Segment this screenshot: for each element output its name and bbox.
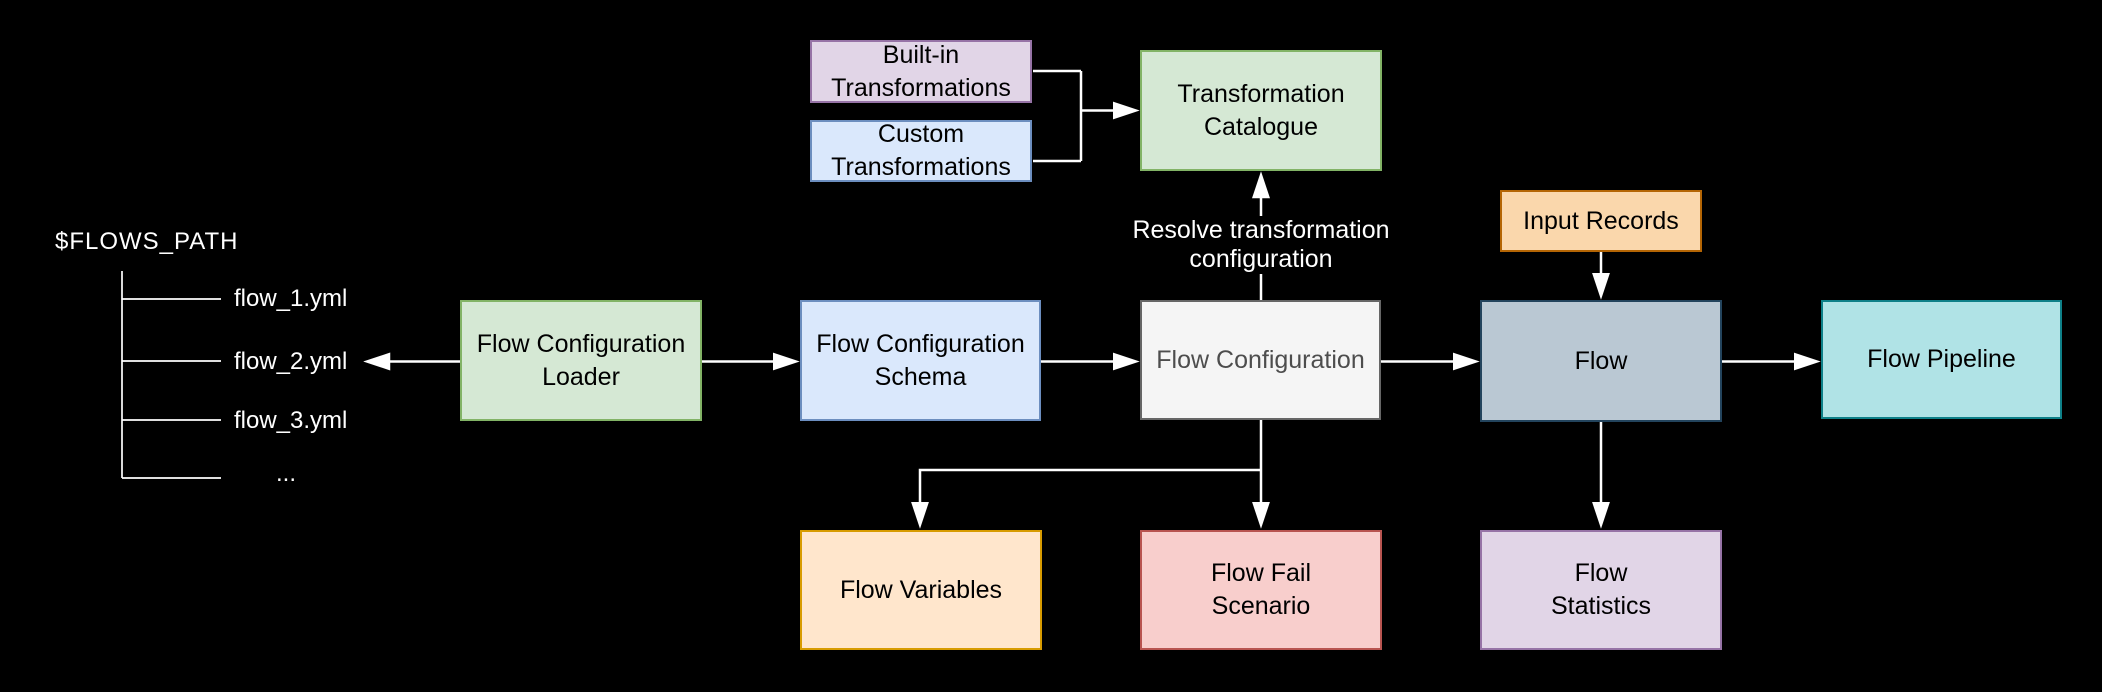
node-flow-pipeline: Flow Pipeline	[1821, 300, 2062, 419]
tree-file-label-flow3: flow_3.yml	[234, 407, 348, 434]
flows-path-label: $FLOWS_PATH	[55, 228, 239, 255]
node-flow: Flow	[1480, 300, 1722, 422]
tree-file-label-more: ...	[276, 460, 297, 487]
node-flow-configuration-schema: Flow Configuration Schema	[800, 300, 1041, 421]
node-custom-transformations: Custom Transformations	[810, 120, 1032, 182]
node-flow-variables: Flow Variables	[800, 530, 1042, 650]
tree-file-label-flow1: flow_1.yml	[234, 285, 348, 312]
node-flow-statistics: Flow Statistics	[1480, 530, 1722, 650]
node-flow-configuration: Flow Configuration	[1140, 300, 1381, 420]
edge-flow-configuration-to-flow-variables	[911, 468, 1261, 529]
tree-file-label-flow2: flow_2.yml	[234, 348, 348, 375]
node-built-in-transformations: Built-in Transformations	[810, 40, 1032, 103]
node-flow-configuration-loader: Flow Configuration Loader	[460, 300, 702, 421]
node-input-records: Input Records	[1500, 190, 1702, 252]
node-flow-fail-scenario: Flow Fail Scenario	[1140, 530, 1382, 650]
node-transformation-catalogue: Transformation Catalogue	[1140, 50, 1382, 171]
resolve-transformation-edge-label: Resolve transformation configuration	[1131, 216, 1391, 274]
